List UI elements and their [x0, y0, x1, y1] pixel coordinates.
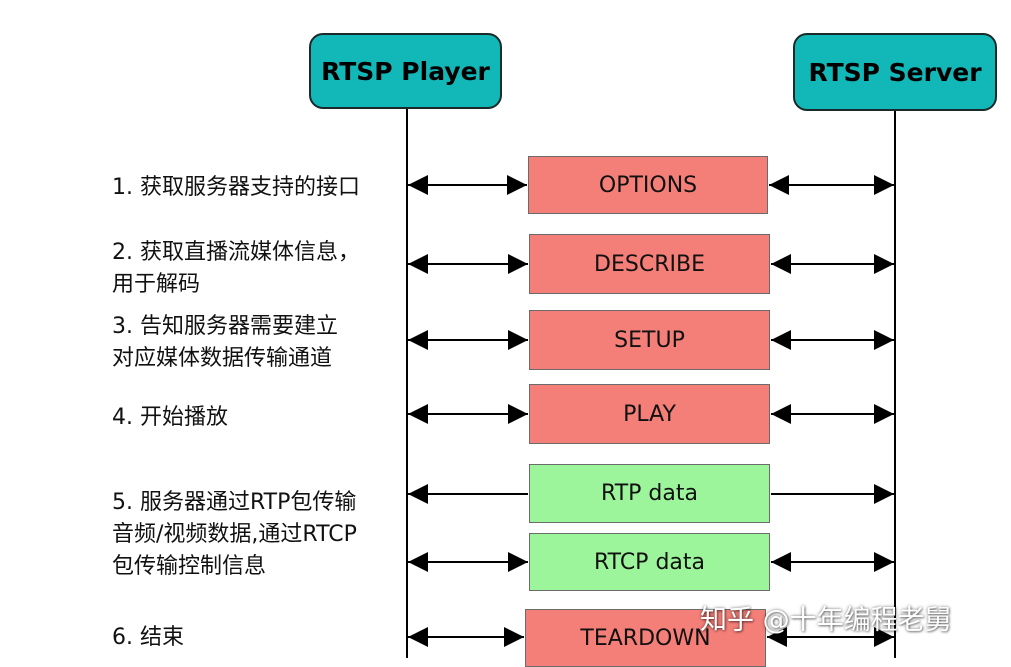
options-message: OPTIONS [528, 156, 768, 214]
step-3-line-2: 对应媒体数据传输通道 [112, 346, 333, 371]
watermark: 知乎 @十年编程老舅 [700, 605, 952, 636]
teardown-label: TEARDOWN [580, 625, 711, 651]
rtsp-server-box: RTSP Server [793, 33, 997, 111]
step-2-line-2: 用于解码 [112, 272, 201, 297]
step-1-line-1: 1. 获取服务器支持的接口 [112, 175, 360, 200]
rtsp-player-label: RTSP Player [321, 56, 490, 86]
step-6-line-1: 6. 结束 [112, 625, 184, 650]
describe-message: DESCRIBE [529, 234, 770, 294]
rtcp-data-message: RTCP data [529, 533, 770, 591]
describe-label: DESCRIBE [594, 251, 705, 277]
step-4-description: 4. 开始播放 [112, 402, 228, 434]
rtsp-player-box: RTSP Player [309, 33, 502, 109]
setup-message: SETUP [529, 310, 770, 370]
message-arrows [408, 175, 894, 647]
step-5-line-3: 包传输控制信息 [112, 554, 267, 579]
step-3-description: 3. 告知服务器需要建立 对应媒体数据传输通道 [112, 311, 338, 375]
step-2-description: 2. 获取直播流媒体信息， 用于解码 [112, 237, 360, 301]
rtcp-data-label: RTCP data [593, 549, 705, 575]
rtp-data-label: RTP data [601, 481, 698, 506]
step-6-description: 6. 结束 [112, 622, 184, 654]
options-label: OPTIONS [598, 172, 698, 198]
step-1-description: 1. 获取服务器支持的接口 [112, 172, 360, 204]
play-message: PLAY [529, 384, 770, 444]
step-3-line-1: 3. 告知服务器需要建立 [112, 314, 338, 339]
step-2-line-1: 2. 获取直播流媒体信息， [112, 240, 360, 265]
step-5-line-1: 5. 服务器通过RTP包传输 [112, 490, 357, 515]
step-5-description: 5. 服务器通过RTP包传输 音频/视频数据,通过RTCP 包传输控制信息 [112, 487, 357, 583]
step-5-line-2: 音频/视频数据,通过RTCP [112, 522, 357, 547]
step-4-line-1: 4. 开始播放 [112, 405, 228, 430]
setup-label: SETUP [614, 327, 685, 353]
play-label: PLAY [623, 401, 676, 427]
teardown-message: TEARDOWN [525, 609, 766, 667]
rtsp-server-label: RTSP Server [808, 57, 982, 87]
rtp-data-message: RTP data [529, 464, 770, 523]
